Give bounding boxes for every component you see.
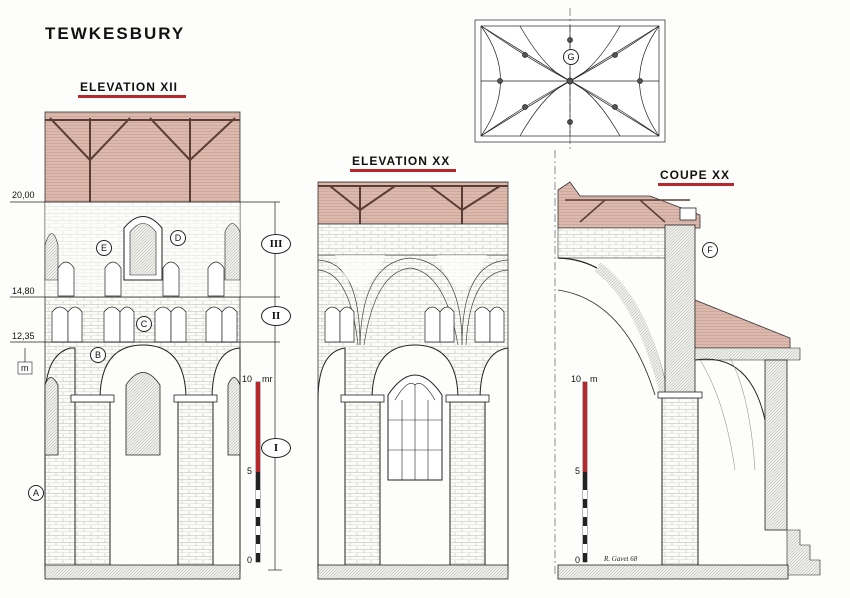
elevation-xx-title: ELEVATION XX <box>352 154 451 168</box>
scale-left-zero-label: 0 <box>247 555 253 565</box>
elevation-xx-underline <box>350 169 456 172</box>
zone-marker-ii: II <box>261 306 291 326</box>
scale-right-top-label: 10 <box>571 374 582 384</box>
level-label-top: 20,00 <box>12 190 35 200</box>
scale-right-unit: m <box>590 374 598 384</box>
elevation-xii-drawing <box>44 111 241 580</box>
elevation-xii-title: ELEVATION XII <box>80 80 178 94</box>
zone-marker-i: I <box>261 438 291 458</box>
marker-d: D <box>170 230 186 246</box>
scale-right-zero-label: 0 <box>575 555 581 565</box>
level-label-bottom: 12,35 <box>12 331 35 341</box>
marker-a: A <box>28 485 44 501</box>
zone-marker-iii: III <box>261 234 291 254</box>
scale-bar-right <box>582 381 588 563</box>
scale-left-unit: mr <box>262 374 273 384</box>
marker-c: C <box>136 316 152 332</box>
marker-f: F <box>702 242 718 258</box>
coupe-xx-underline <box>658 183 734 186</box>
scale-right-mid-label: 5 <box>575 466 581 476</box>
elevation-xx-drawing <box>317 181 509 580</box>
scale-left-top-label: 10 <box>242 374 253 384</box>
level-unit-label: m <box>21 363 29 373</box>
scale-left-mid-label: 5 <box>247 466 253 476</box>
marker-g: G <box>563 49 579 65</box>
elevation-xii-underline <box>78 95 186 98</box>
scale-bar-left <box>255 381 261 563</box>
drawing-title: TEWKESBURY <box>45 24 186 43</box>
artist-signature: R. Gavet 68 <box>604 555 638 563</box>
coupe-xx-title: COUPE XX <box>660 168 731 182</box>
marker-b: B <box>90 347 106 363</box>
marker-e: E <box>96 240 112 256</box>
level-label-middle: 14,80 <box>12 286 35 296</box>
